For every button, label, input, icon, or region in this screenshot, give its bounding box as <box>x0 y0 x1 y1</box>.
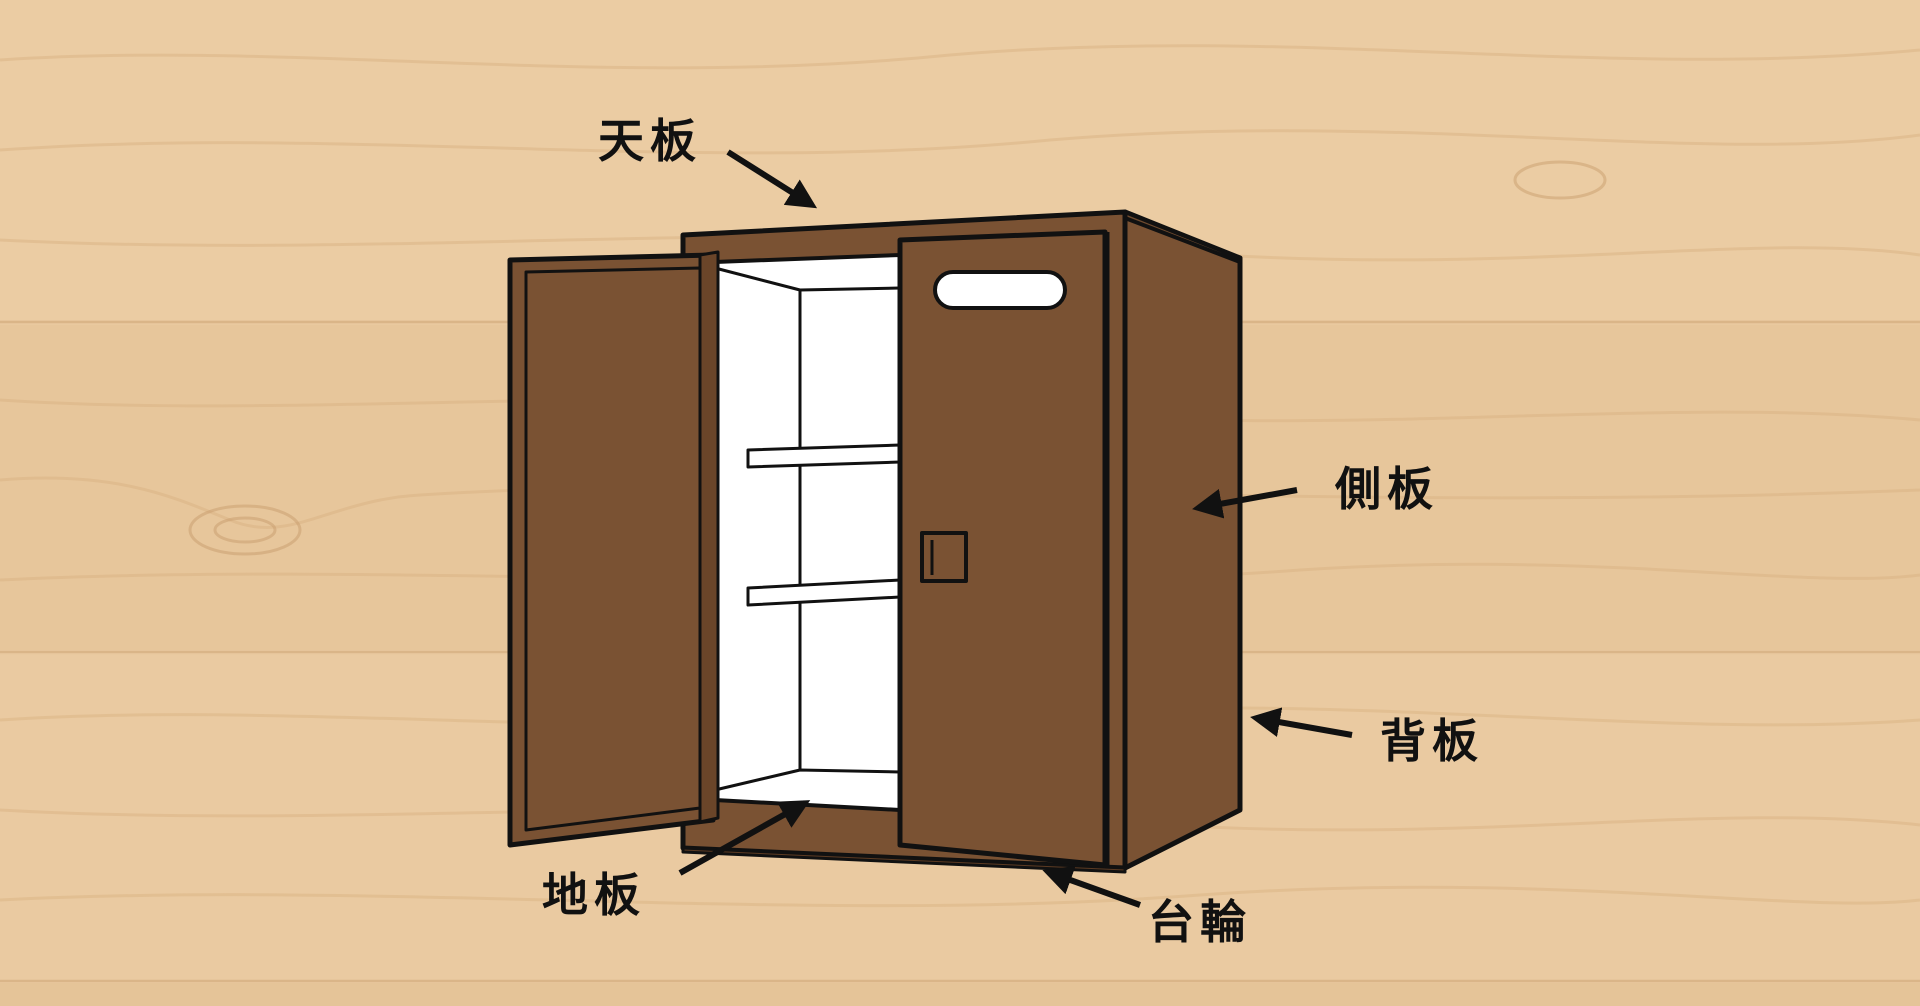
right-door-panel <box>897 229 1108 868</box>
label-top-panel-text: 天板 <box>598 114 702 168</box>
label-plinth: 台輪 <box>1042 865 1252 949</box>
label-plinth-text: 台輪 <box>1148 895 1252 949</box>
left-door <box>507 250 720 848</box>
interior-floor-edge <box>714 768 901 792</box>
label-side-panel: 側板 <box>1192 462 1439 519</box>
plinth-shape <box>681 846 1127 874</box>
shelf-board <box>746 443 902 469</box>
arrow-side-panel <box>1192 487 1298 519</box>
knot-ring <box>1513 160 1607 200</box>
cabinet <box>507 209 1243 874</box>
knot-ring <box>213 516 277 544</box>
cabinet-interior <box>713 253 902 812</box>
floor-plank <box>0 983 1920 1006</box>
arrow-top-panel <box>726 149 818 209</box>
arrow-floor-panel <box>678 800 811 876</box>
label-floor-panel-text: 地板 <box>542 868 646 922</box>
left-door-edge <box>698 250 720 824</box>
label-side-panel-text: 側板 <box>1334 462 1439 516</box>
side-panel-shape <box>1122 209 1243 871</box>
handle-slot <box>933 270 1067 310</box>
arrow-plinth <box>1042 865 1142 908</box>
wood-knot <box>188 160 1607 556</box>
label-top-panel: 天板 <box>598 114 818 209</box>
door-latch <box>920 531 968 583</box>
shelf-upper <box>746 443 902 469</box>
grain-line <box>0 885 1920 908</box>
grain-line <box>0 476 1920 529</box>
grain-line <box>0 44 1920 70</box>
right-door <box>897 229 1110 868</box>
grain-line <box>0 129 1920 155</box>
label-floor-panel: 地板 <box>542 800 811 922</box>
left-door-panel <box>507 252 716 848</box>
arrow-back-panel <box>1250 707 1353 738</box>
label-back-panel: 背板 <box>1250 707 1484 768</box>
knot-ring <box>188 504 302 556</box>
label-back-panel-text: 背板 <box>1380 714 1484 768</box>
